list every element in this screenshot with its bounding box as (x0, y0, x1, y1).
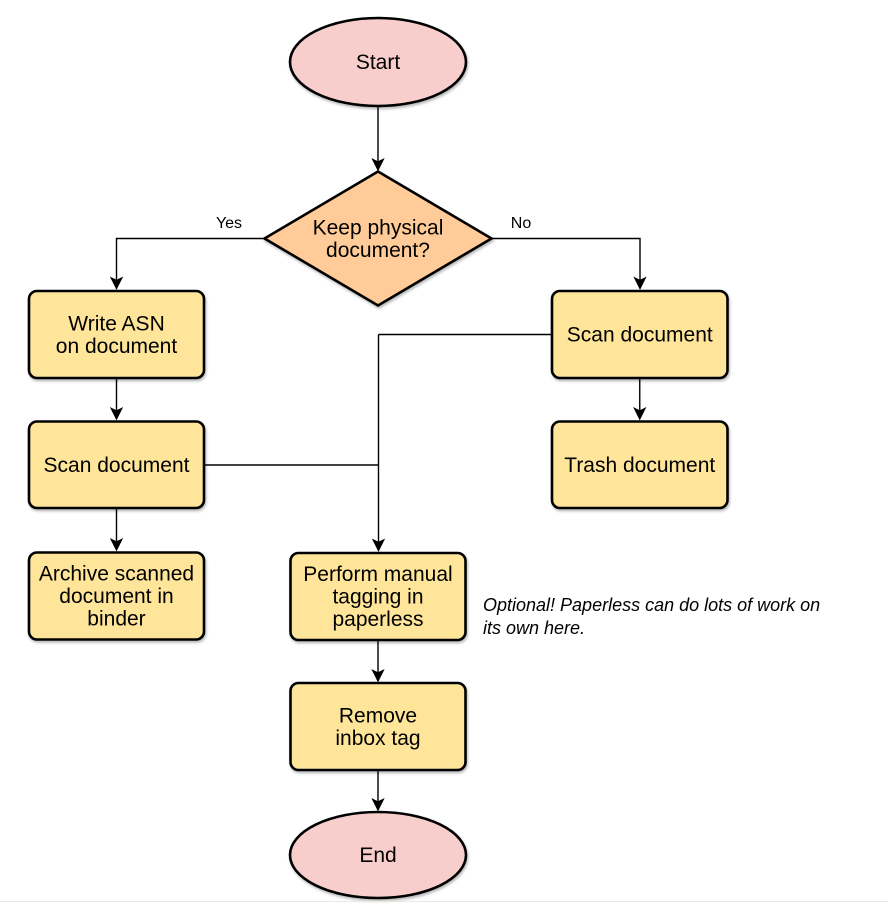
node-scan-document-right: Scan document (550, 289, 729, 380)
edge-label-yes: Yes (216, 215, 242, 232)
tagging-label-line3: paperless (332, 608, 423, 631)
annotation-note-line2: its own here. (483, 618, 585, 638)
node-scan-document-left: Scan document (27, 420, 206, 510)
decision-label-line2: document? (326, 239, 430, 262)
decision-label-line1: Keep physical (313, 216, 444, 239)
write-asn-process-box (27, 289, 206, 380)
tagging-process-box (289, 551, 467, 642)
remove-inbox-process-box (289, 681, 467, 772)
remove-inbox-label-line1: Remove (339, 704, 417, 727)
archive-process-box (27, 551, 206, 641)
edges (109, 106, 647, 812)
scan-left-label: Scan document (44, 454, 190, 477)
archive-label-line1: Archive scanned (39, 563, 194, 586)
write-asn-label-line1: Write ASN (68, 312, 164, 335)
end-label: End (359, 844, 396, 867)
node-end: End (288, 810, 468, 900)
write-asn-label-line2: on document (56, 335, 178, 358)
annotation-note-line1: Optional! Paperless can do lots of work … (483, 595, 820, 615)
decision-diamond (261, 169, 495, 308)
scan-left-process-box (27, 420, 206, 510)
scan-right-label: Scan document (567, 324, 713, 347)
tagging-label-line2: tagging in (332, 586, 423, 609)
trash-label: Trash document (564, 454, 715, 477)
scan-right-process-box (550, 289, 729, 380)
tagging-label-line1: Perform manual (303, 563, 452, 586)
archive-label-line3: binder (87, 608, 145, 631)
end-terminal-ellipse (288, 810, 468, 900)
remove-inbox-label-line2: inbox tag (335, 727, 420, 750)
node-trash-document: Trash document (550, 420, 729, 510)
annotation-note: Optional! Paperless can do lots of work … (483, 595, 820, 638)
start-label: Start (356, 51, 401, 74)
archive-label-line2: document in (59, 585, 173, 608)
edge-decision-no-to-scan-right (491, 237, 647, 290)
start-terminal-ellipse (288, 16, 468, 108)
node-start: Start (288, 16, 468, 108)
edge-label-no: No (511, 215, 532, 232)
edge-decision-yes-to-write-asn (109, 237, 265, 290)
trash-process-box (550, 420, 729, 510)
